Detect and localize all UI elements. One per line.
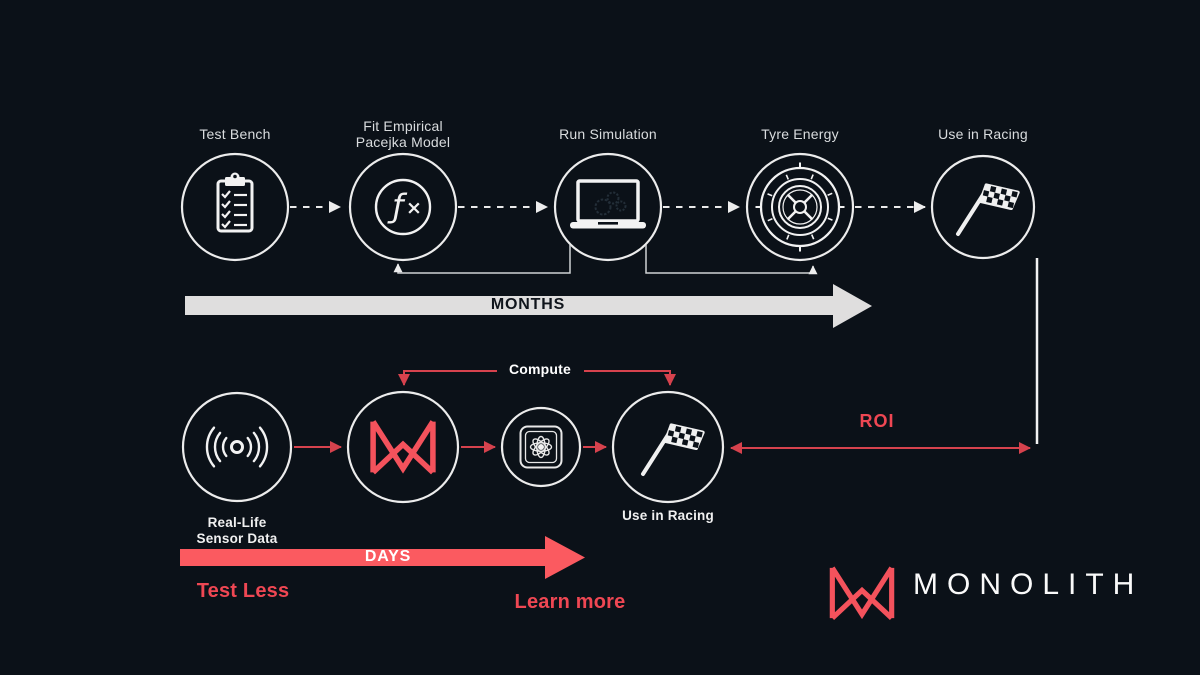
months-arrow [185, 284, 872, 328]
fx-glyph-x: × [406, 197, 422, 219]
step-label-use-in-racing-bottom: Use in Racing [622, 508, 714, 523]
brand-monolith-logo-icon [832, 567, 892, 619]
compute-loop-right [584, 370, 676, 386]
compute-label: Compute [508, 361, 572, 377]
test-less-text: Test Less [196, 580, 290, 602]
days-arrow-label: DAYS [364, 548, 412, 565]
function-fx-icon: ƒ × [374, 178, 432, 236]
step-label-use-in-racing-top: Use in Racing [938, 126, 1028, 142]
node-circle-tyre-energy [745, 152, 855, 262]
feedback-line-sim-to-pacejka [393, 245, 571, 274]
node-circle-sensor-data [181, 391, 293, 503]
checkered-flag-icon [956, 180, 1023, 236]
red-connectors [294, 370, 1031, 454]
learn-more-text: Learn more [514, 591, 626, 613]
node-circle-test-bench [180, 152, 290, 262]
node-circle-use-in-racing-bottom [611, 390, 725, 504]
step-label-tyre-energy: Tyre Energy [761, 126, 839, 142]
step-label-pacejka-model: Fit Empirical Pacejka Model [355, 118, 451, 150]
feedback-lines [393, 245, 818, 275]
bottom-flow-nodes [181, 390, 725, 504]
days-arrow [180, 536, 585, 579]
monolith-logo-icon [372, 421, 434, 473]
step-label-run-simulation: Run Simulation [559, 126, 657, 142]
fx-glyph-f: ƒ [386, 187, 407, 225]
brand-wordmark: MONOLITH [913, 568, 1144, 601]
step-label-test-bench: Test Bench [199, 126, 271, 142]
clipboard-checklist-icon [216, 172, 254, 233]
months-arrow-label: MONTHS [490, 296, 566, 313]
checkered-flag-icon [641, 420, 708, 476]
compute-chip-atom-icon [519, 425, 563, 469]
node-circle-compute-chip [500, 406, 582, 488]
node-circle-run-simulation [553, 152, 663, 262]
step-label-sensor-data: Real-Life Sensor Data [196, 515, 278, 546]
node-circle-monolith [346, 390, 460, 504]
sensor-waves-icon [205, 426, 269, 468]
laptop-simulation-icon [570, 179, 646, 229]
top-flow-nodes [180, 152, 1036, 262]
feedback-line-sim-to-tyre [645, 245, 818, 275]
tyre-icon [755, 162, 845, 252]
compute-loop-left [398, 370, 497, 386]
node-circle-pacejka [348, 152, 458, 262]
node-circle-use-in-racing-top [930, 154, 1036, 260]
roi-label: ROI [859, 411, 895, 431]
